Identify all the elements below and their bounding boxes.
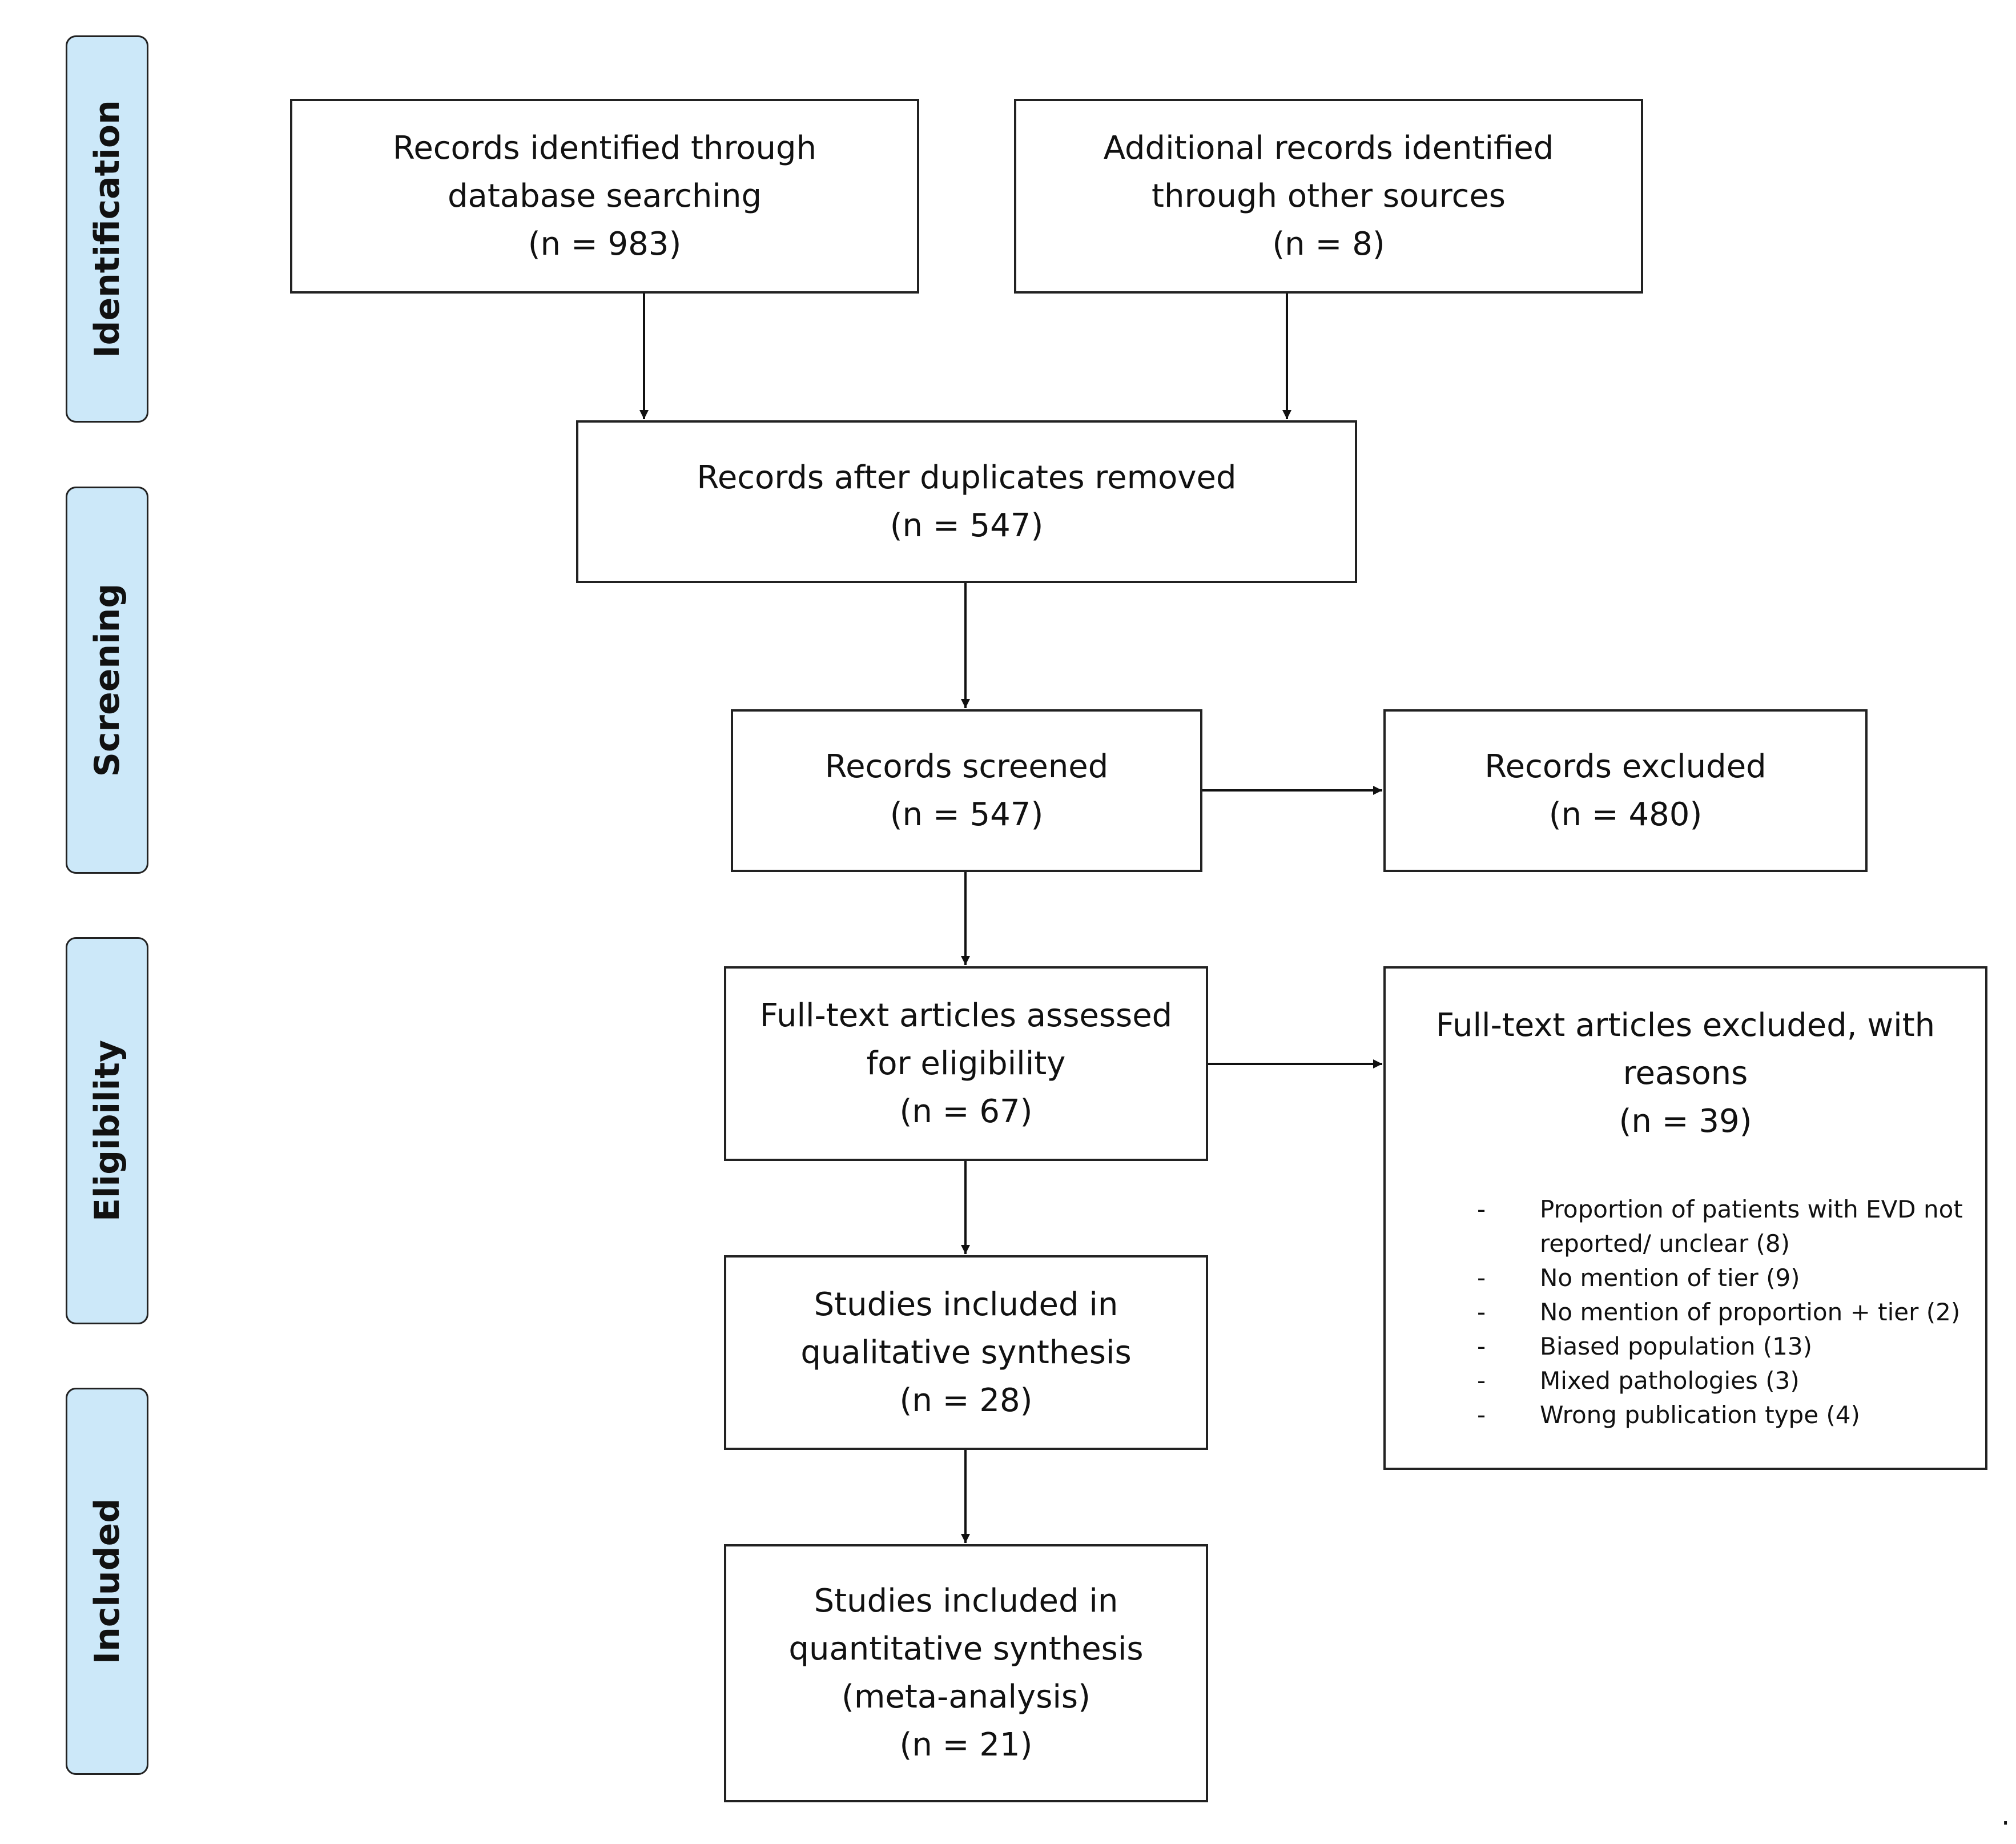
box-line: Records excluded: [1484, 748, 1766, 785]
qualitative-synthesis-box: Studies included in qualitative synthesi…: [724, 1255, 1208, 1450]
box-count: (n = 547): [890, 796, 1044, 833]
duplicates-removed-box: Records after duplicates removed (n = 54…: [576, 420, 1357, 583]
list-item: - No mention of proportion + tier (2): [1386, 1295, 1985, 1329]
box-line: Full-text articles assessed: [759, 997, 1173, 1034]
box-line: Additional records identified: [1103, 129, 1554, 167]
fulltext-excluded-box: Full-text articles excluded, with reason…: [1383, 966, 1987, 1470]
list-item: - No mention of tier (9): [1386, 1261, 1985, 1295]
list-item: - Mixed pathologies (3): [1386, 1364, 1985, 1398]
phase-identification: Identification: [66, 35, 148, 423]
fulltext-assessed-box: Full-text articles assessed for eligibil…: [724, 966, 1208, 1161]
box-count: (n = 547): [890, 507, 1044, 544]
box-count: (n = 21): [899, 1726, 1033, 1763]
box-line: Full-text articles excluded, with: [1435, 1007, 1935, 1044]
footer-dot: .: [2001, 1799, 2010, 1831]
box-count: (n = 67): [899, 1092, 1033, 1130]
exclusion-reasons-list: - Proportion of patients with EVD not rep…: [1386, 1192, 1985, 1432]
box-line: Records identified through: [392, 129, 817, 167]
reason-text: Proportion of patients with EVD not repo…: [1540, 1195, 1963, 1258]
records-other-sources-box: Additional records identified through ot…: [1014, 99, 1643, 294]
phase-included: Included: [66, 1388, 148, 1775]
box-line: Records screened: [824, 748, 1109, 785]
records-excluded-box: Records excluded (n = 480): [1383, 709, 1868, 872]
box-count: (n = 8): [1272, 225, 1385, 263]
reason-text: Biased population (13): [1540, 1332, 1813, 1360]
box-count: (n = 28): [899, 1381, 1033, 1419]
reason-text: No mention of proportion + tier (2): [1540, 1298, 1961, 1326]
box-line: reasons: [1623, 1055, 1748, 1092]
list-item: - Proportion of patients with EVD not rep…: [1386, 1192, 1985, 1261]
records-screened-box: Records screened (n = 547): [731, 709, 1202, 872]
bullet: -: [1477, 1298, 1486, 1326]
reason-text: Mixed pathologies (3): [1540, 1367, 1800, 1395]
phase-screening: Screening: [66, 487, 148, 874]
bullet: -: [1477, 1367, 1486, 1395]
box-line: through other sources: [1152, 177, 1506, 215]
quantitative-synthesis-box: Studies included in quantitative synthes…: [724, 1544, 1208, 1802]
box-line: database searching: [447, 177, 762, 215]
phase-eligibility: Eligibility: [66, 937, 148, 1324]
box-line: qualitative synthesis: [800, 1333, 1132, 1371]
reason-text: Wrong publication type (4): [1540, 1401, 1860, 1429]
records-database-box: Records identified through database sear…: [290, 99, 919, 294]
box-count: (n = 983): [528, 225, 682, 263]
box-count: (n = 39): [1619, 1103, 1752, 1140]
list-item: - Biased population (13): [1386, 1329, 1985, 1364]
box-line: Studies included in: [814, 1285, 1118, 1323]
box-line: quantitative synthesis: [788, 1630, 1144, 1668]
bullet: -: [1477, 1264, 1486, 1292]
box-line: Records after duplicates removed: [697, 459, 1237, 496]
box-line: (meta-analysis): [842, 1678, 1091, 1716]
box-line: for eligibility: [866, 1044, 1066, 1082]
bullet: -: [1477, 1401, 1486, 1429]
box-count: (n = 480): [1548, 796, 1703, 833]
box-line: Studies included in: [814, 1582, 1118, 1620]
list-item: - Wrong publication type (4): [1386, 1398, 1985, 1432]
bullet: -: [1477, 1195, 1486, 1223]
bullet: -: [1477, 1332, 1486, 1360]
reason-text: No mention of tier (9): [1540, 1264, 1800, 1292]
